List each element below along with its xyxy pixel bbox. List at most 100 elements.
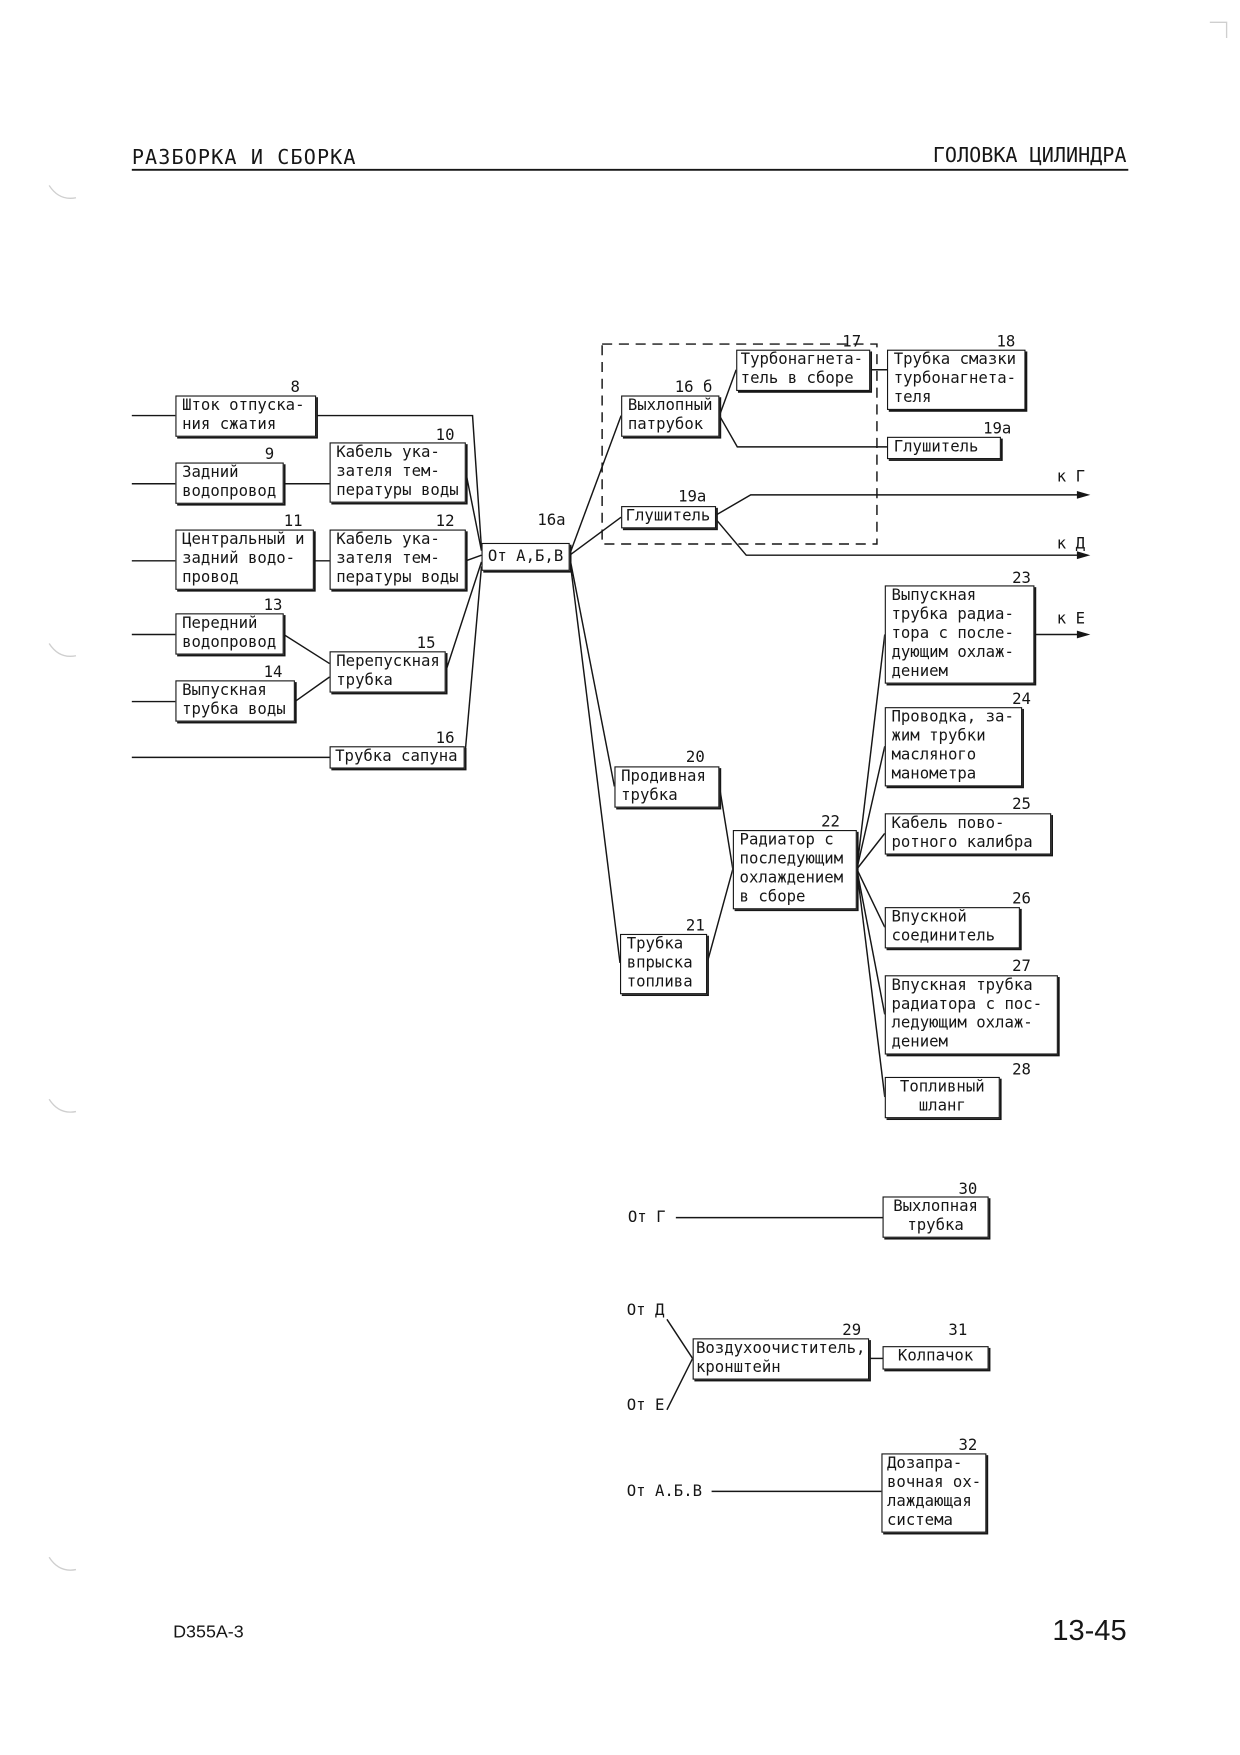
connector-line (465, 554, 482, 562)
ref-from-e: От Е (626, 1396, 665, 1415)
section-title: РАЗБОРКА И СБОРКА (131, 146, 357, 170)
part-number-17: 17 (842, 332, 862, 351)
part-number-25: 25 (1012, 795, 1031, 814)
part-box-22: Радиатор с последующим охлаждением в сбо… (732, 830, 857, 910)
part-box-10: Кабель ука- зателя тем- пературы воды (329, 442, 466, 503)
part-number-30: 30 (958, 1180, 978, 1199)
connector-line (856, 868, 886, 1015)
part-box-30: Выхлопная трубка (882, 1196, 989, 1238)
connector-line (718, 415, 887, 448)
part-box-31: Колпачок (882, 1346, 989, 1370)
connector-line (316, 414, 483, 549)
punch-hole-mark (48, 185, 77, 199)
punch-hole-mark (48, 1098, 77, 1113)
ref-from-d: От Д (626, 1301, 665, 1320)
part-box-19a-upper: Глушитель (886, 436, 1001, 460)
part-number-15: 15 (416, 634, 436, 653)
part-box-23: Выпускная трубка радиа- тора с после- ду… (884, 585, 1035, 684)
part-box-8: Шток отпуска- ния сжатия (175, 395, 317, 437)
connector-line (569, 415, 622, 555)
part-box-32: Дозапра- вочная ох- лаждающая система (881, 1453, 987, 1533)
part-number-21: 21 (685, 917, 705, 936)
part-box-29: Воздухоочиститель, кронштейн (692, 1338, 870, 1380)
connector-line (856, 746, 886, 870)
part-box-21: Трубка впрыска топлива (619, 933, 708, 995)
connector-line (569, 516, 622, 556)
page-number: 13-45 (1052, 1613, 1127, 1647)
part-number-13: 13 (263, 596, 283, 615)
part-number-26: 26 (1012, 890, 1031, 909)
connector-line (666, 1318, 694, 1359)
ref-to-d: к Д (1056, 535, 1086, 553)
part-box-26: Впускной соединитель (884, 907, 1020, 949)
ref-from-abv: От А.Б.В (626, 1482, 703, 1501)
part-number-16a: 16а (537, 511, 566, 530)
connector-line (718, 786, 734, 870)
part-box-12: Кабель ука- зателя тем- пературы воды (329, 529, 466, 590)
part-number-32: 32 (958, 1436, 978, 1455)
part-box-25: Кабель пово- ротного калибра (884, 813, 1052, 855)
part-number-19a-lower: 19а (678, 488, 707, 507)
topic-title: ГОЛОВКА ЦИЛИНДРА (932, 144, 1127, 168)
connector-line (856, 868, 886, 928)
part-number-20: 20 (685, 748, 705, 767)
part-number-23: 23 (1012, 569, 1031, 588)
ref-from-g: От Г (627, 1208, 666, 1227)
ref-to-e: к Е (1056, 609, 1086, 628)
connector-line (666, 1358, 694, 1411)
punch-hole-mark (48, 1556, 77, 1571)
ref-to-g: к Г (1056, 468, 1086, 486)
part-number-31: 31 (948, 1321, 968, 1340)
connector-line (569, 558, 621, 964)
connector-line (706, 868, 734, 964)
part-number-16b: 16 б (674, 378, 713, 397)
part-box-18: Трубка смазки турбонагнета- теля (886, 349, 1026, 410)
part-number-28: 28 (1012, 1061, 1031, 1080)
part-number-16: 16 (435, 729, 455, 748)
part-number-12: 12 (435, 512, 455, 531)
part-box-16: Трубка сапуна (329, 746, 465, 769)
part-box-16a: От А,Б,В (481, 542, 570, 571)
part-number-24: 24 (1012, 690, 1031, 709)
part-number-10: 10 (435, 426, 455, 445)
part-box-17: Турбонагнета- тель в сборе (736, 349, 871, 391)
part-number-29: 29 (842, 1321, 862, 1340)
connector-line (856, 832, 886, 870)
arrow-head (1076, 490, 1091, 499)
part-box-20: Продивная трубка (614, 766, 720, 808)
connector-line (283, 633, 330, 665)
part-box-24: Проводка, за- жим трубки масляного маном… (884, 707, 1023, 787)
part-number-8: 8 (290, 378, 300, 397)
connector-line (715, 494, 1080, 516)
part-number-14: 14 (263, 663, 283, 682)
part-box-11: Центральный и задний водо- провод (175, 529, 314, 590)
connector-line (715, 518, 1080, 556)
connector-line (465, 472, 483, 551)
part-number-22: 22 (821, 813, 840, 832)
connector-line (856, 869, 886, 1098)
part-box-27: Впускная трубка радиатора с пос- ледующи… (884, 975, 1058, 1055)
connector-line (294, 676, 330, 703)
part-box-15: Перепускная трубка (329, 651, 446, 693)
arrow-head (1076, 630, 1091, 639)
connector-line (569, 557, 616, 787)
part-number-9: 9 (264, 445, 275, 464)
connector-line (856, 634, 886, 870)
part-number-18: 18 (996, 332, 1016, 351)
part-number-27: 27 (1012, 957, 1031, 976)
part-box-19a-lower: Глушитель (621, 506, 717, 529)
part-number-11: 11 (283, 512, 303, 531)
model-code: D355A-3 (173, 1623, 244, 1643)
connector-line (718, 369, 737, 416)
arrow-head (1076, 551, 1091, 560)
corner-mark (1209, 21, 1228, 38)
part-box-16b: Выхлопный патрубок (621, 395, 720, 437)
connector-line (463, 566, 483, 758)
part-box-9: Задний водопровод (175, 462, 284, 504)
part-box-28: Топливный шланг (884, 1076, 1000, 1119)
group-frame-dashed (601, 343, 878, 545)
part-number-19a-upper: 19а (983, 420, 1012, 438)
connector-line (445, 561, 483, 672)
